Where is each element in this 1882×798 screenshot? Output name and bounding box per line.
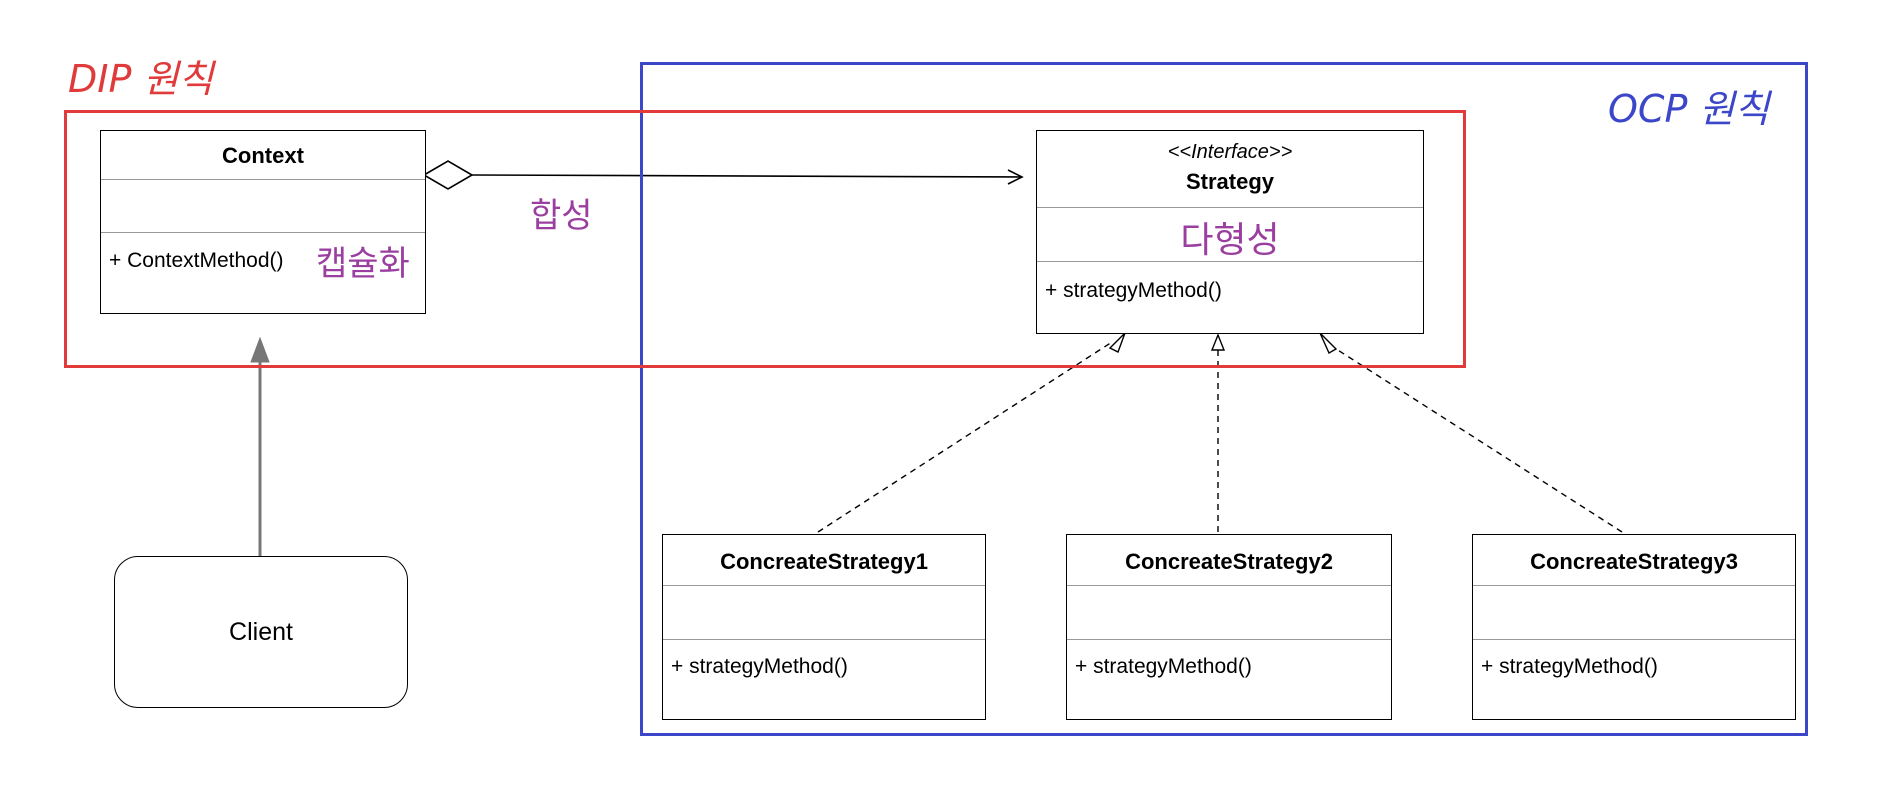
realization-line-1 — [817, 341, 1113, 533]
concrete-3-separator-2 — [1473, 639, 1795, 640]
concrete-strategy-2-name: ConcreateStrategy2 — [1125, 549, 1333, 574]
concrete-strategy-1[interactable]: ConcreateStrategy1 + strategyMethod() — [662, 534, 986, 720]
concrete-2-separator-2 — [1067, 639, 1391, 640]
concrete-strategy-3-name: ConcreateStrategy3 — [1530, 549, 1738, 574]
ocp-label: OCP 원칙 — [1608, 87, 1770, 131]
concrete-strategy-1-method: + strategyMethod() — [671, 655, 848, 678]
strategy-name: Strategy — [1185, 169, 1275, 194]
realization-head-2 — [1210, 333, 1226, 351]
composition-label: 합성 — [530, 196, 593, 236]
realization-head-3 — [1319, 332, 1338, 354]
concrete-strategy-3[interactable]: ConcreateStrategy3 + strategyMethod() — [1472, 534, 1796, 720]
strategy-stereotype: <<Interface>> — [1167, 141, 1293, 163]
context-separator-1 — [101, 179, 425, 180]
strategy-interface[interactable]: <<Interface>> Strategy 다형성 + strategyMet… — [1036, 130, 1424, 334]
strategy-separator-1 — [1037, 207, 1423, 208]
context-class[interactable]: Context + ContextMethod() — [100, 130, 426, 314]
concrete-1-separator-2 — [663, 639, 985, 640]
ocp-region — [640, 62, 1808, 736]
concrete-strategy-1-name: ConcreateStrategy1 — [720, 549, 928, 574]
client-label: Client — [229, 617, 293, 646]
context-method: + ContextMethod() — [109, 249, 284, 272]
client-box[interactable]: Client — [114, 556, 408, 708]
concrete-strategy-2-method: + strategyMethod() — [1075, 655, 1252, 678]
composition-line — [471, 174, 1023, 178]
strategy-separator-2 — [1037, 261, 1423, 262]
context-class-name: Context — [222, 143, 304, 168]
composition-arrowhead — [1007, 169, 1024, 185]
context-separator-2 — [101, 232, 425, 233]
concrete-2-separator-1 — [1067, 585, 1391, 586]
client-context-arrowhead — [250, 336, 270, 363]
strategy-method: + strategyMethod() — [1045, 279, 1222, 302]
dip-region — [64, 110, 1466, 368]
concrete-strategy-3-method: + strategyMethod() — [1481, 655, 1658, 678]
realization-line-3 — [1329, 344, 1623, 533]
realization-head-1 — [1108, 332, 1126, 353]
concrete-1-separator-1 — [663, 585, 985, 586]
encapsulation-note: 캡슐화 — [316, 244, 410, 284]
polymorphism-note: 다형성 — [1180, 220, 1280, 261]
concrete-3-separator-1 — [1473, 585, 1795, 586]
dip-label: DIP 원칙 — [68, 57, 214, 101]
concrete-strategy-2[interactable]: ConcreateStrategy2 + strategyMethod() — [1066, 534, 1392, 720]
